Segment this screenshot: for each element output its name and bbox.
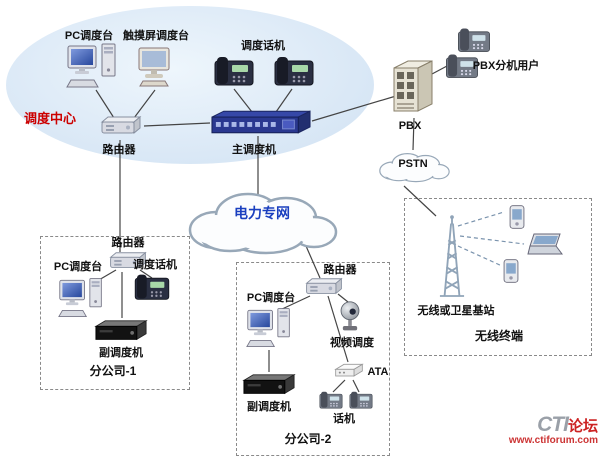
ata-icon xyxy=(334,362,364,380)
center-router-icon xyxy=(100,114,142,138)
label-branch2-title: 分公司-2 xyxy=(284,432,332,446)
handheld-icon-2 xyxy=(502,258,520,284)
branch1-zone xyxy=(40,236,190,390)
label-pbx: PBX xyxy=(398,120,422,132)
dispatch-center-ellipse xyxy=(6,6,374,164)
cti-logo: CTI论坛 www.ctiforum.com xyxy=(488,413,598,447)
label-main-dispatcher: 主调度机 xyxy=(232,144,276,156)
phone-small-icon-2 xyxy=(348,390,374,410)
label-branch2-router: 路由器 xyxy=(323,264,357,276)
label-pbx-users: PBX分机用户 xyxy=(472,60,540,72)
branch2-router-icon xyxy=(304,276,344,298)
label-branch1-router: 路由器 xyxy=(111,237,145,249)
label-pstn: PSTN xyxy=(398,158,428,170)
label-branch2-pc: PC调度台 xyxy=(246,292,296,304)
label-video-dispatch: 视频调度 xyxy=(330,337,374,349)
label-ata: ATA xyxy=(367,366,389,378)
branch1-phone-icon xyxy=(132,272,172,302)
handheld-icon-1 xyxy=(508,204,526,230)
label-power-network: 电力专网 xyxy=(234,205,290,221)
label-branch2-backup: 副调度机 xyxy=(247,401,291,413)
branch1-backup-case-icon xyxy=(92,318,150,344)
label-center-router: 路由器 xyxy=(102,144,136,156)
branch2-pc-icon xyxy=(246,306,292,350)
label-branch1-backup: 副调度机 xyxy=(99,347,143,359)
pbx-user-phone-icon-1 xyxy=(456,26,492,54)
cti-forum-text: 论坛 xyxy=(567,418,598,435)
label-dispatch-phone-center: 调度话机 xyxy=(241,40,285,52)
label-phone-small: 话机 xyxy=(333,413,355,425)
wireless-zone xyxy=(404,198,592,356)
branch2-backup-case-icon xyxy=(240,372,298,398)
dispatch-phone-icon-1 xyxy=(212,54,256,88)
label-branch1-phone: 调度话机 xyxy=(133,259,177,271)
pc-console-icon xyxy=(66,42,118,90)
phone-small-icon-1 xyxy=(318,390,344,410)
cti-url: www.ctiforum.com xyxy=(508,435,598,447)
pbx-icon xyxy=(390,58,436,118)
label-pc-console-center: PC调度台 xyxy=(64,30,114,42)
label-base-station: 无线或卫星基站 xyxy=(417,305,495,317)
cti-brand-text: CTI xyxy=(537,413,569,436)
branch1-pc-icon xyxy=(58,276,104,320)
label-branch1-title: 分公司-1 xyxy=(89,364,137,378)
dispatch-phone-icon-2 xyxy=(272,54,316,88)
main-dispatcher-icon xyxy=(210,108,312,136)
label-dispatch-center-title: 调度中心 xyxy=(24,111,77,126)
label-wireless-title: 无线终端 xyxy=(474,329,524,343)
video-camera-icon xyxy=(336,300,364,334)
touch-console-icon xyxy=(136,46,174,88)
antenna-tower-icon xyxy=(426,212,478,302)
label-branch1-pc: PC调度台 xyxy=(53,261,103,273)
laptop-icon xyxy=(526,232,566,258)
label-touch-console: 触摸屏调度台 xyxy=(123,30,189,42)
